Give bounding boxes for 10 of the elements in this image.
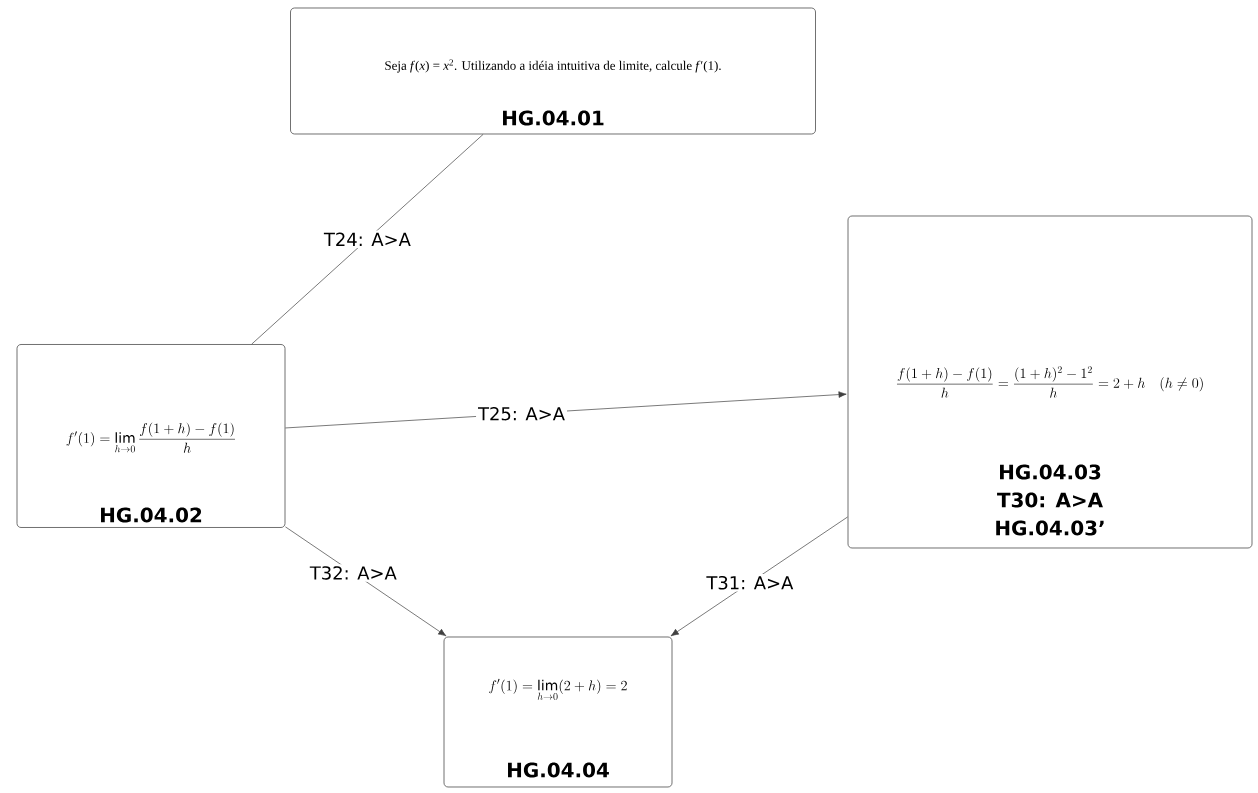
edge-label: T31: A>A xyxy=(704,574,796,592)
edge-label: T25: A>A xyxy=(476,404,567,423)
edge-label: T24: A>A xyxy=(321,230,413,248)
arrow xyxy=(670,516,848,637)
box: $f'(1)=\lim_{h\to 0}(2+h)=2$ HG.04.04 xyxy=(443,636,673,788)
arrow xyxy=(285,526,447,637)
box: $f'(1)=\lim_{h\to 0}\frac{f(1+h)-f(1)}{h}$ HG.04.02 xyxy=(16,344,286,528)
box: $\frac{f(1+h)-f(1)}{h}=\frac{(1+h)^2-1^2}{h}=2+h\quad(h\neq 0)$ HG.04.03 T30: A>A HG.04.03’ xyxy=(847,215,1253,549)
edge-label: T32: A>A xyxy=(307,564,399,582)
box: Seja f(x) = x$^{2}$. Utilizando a idéia intuitiva de limite, calcule f′(1). HG.04.01 xyxy=(290,7,816,135)
